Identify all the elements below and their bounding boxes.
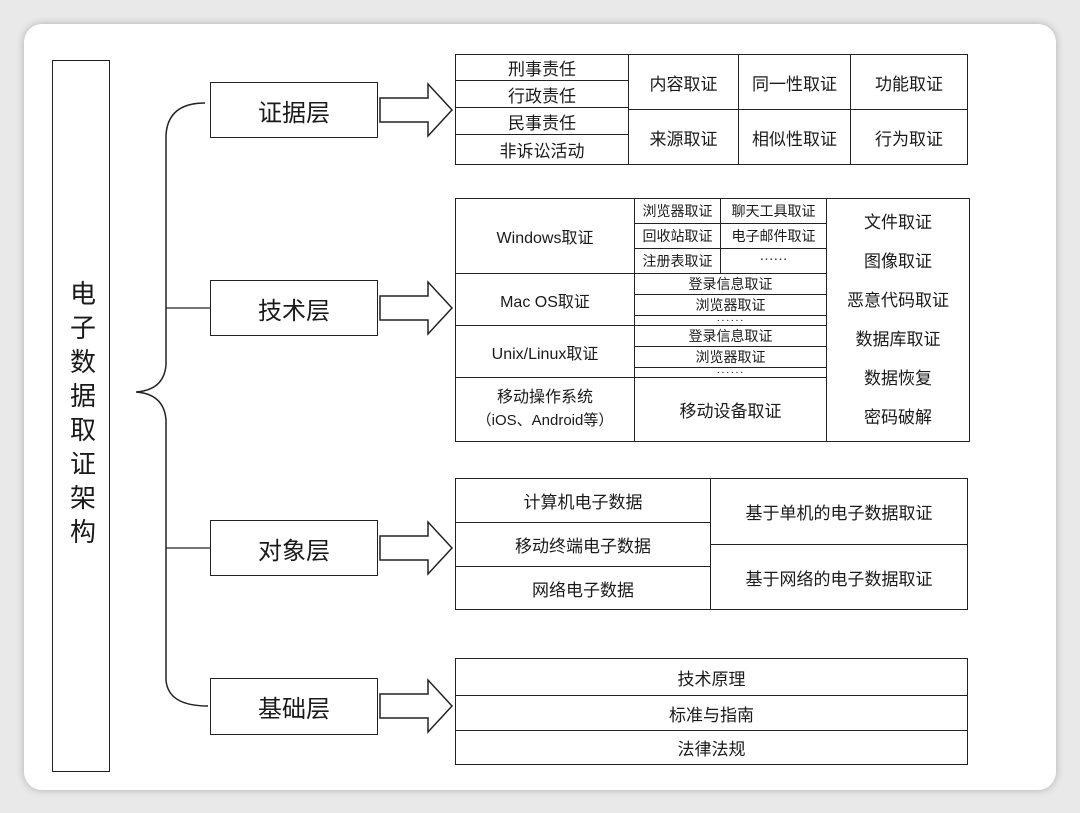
evidence-cell: 功能取证	[850, 54, 968, 110]
macos-item: 登录信息取证	[634, 273, 827, 295]
layer-technical: 技术层	[210, 280, 378, 336]
unix-item: 登录信息取证	[634, 325, 827, 347]
windows-item: 注册表取证	[634, 248, 721, 274]
data-type-cell: 网络电子数据	[455, 566, 711, 610]
windows-item: 回收站取证	[634, 223, 721, 249]
evidence-cell: 行为取证	[850, 109, 968, 165]
brace	[135, 102, 209, 707]
arrow-foundation	[379, 678, 454, 734]
unix-forensics: Unix/Linux取证	[455, 325, 635, 378]
arrow-technical	[379, 280, 454, 336]
responsibility-cell: 民事责任	[455, 107, 629, 135]
general-item: 恶意代码取证	[847, 290, 949, 310]
windows-item: ······	[720, 248, 827, 274]
unix-item: ······	[634, 367, 827, 378]
layer-object: 对象层	[210, 520, 378, 576]
general-item: 数据库取证	[855, 329, 941, 349]
arrow-evidence	[379, 82, 454, 138]
layer-foundation: 基础层	[210, 678, 378, 735]
foundation-item: 技术原理	[455, 658, 968, 696]
general-item: 数据恢复	[864, 368, 932, 388]
framework-title: 电子数据取证架构	[66, 280, 96, 552]
evidence-cell: 相似性取证	[738, 109, 851, 165]
macos-forensics: Mac OS取证	[455, 273, 635, 326]
framework-title-box: 电子数据取证架构	[52, 60, 110, 772]
general-item: 图像取证	[864, 251, 932, 271]
evidence-cell: 内容取证	[628, 54, 739, 110]
foundation-item: 法律法规	[455, 730, 968, 765]
data-type-cell: 移动终端电子数据	[455, 522, 711, 567]
windows-item: 聊天工具取证	[720, 198, 827, 224]
layer-evidence: 证据层	[210, 82, 378, 138]
evidence-cell: 同一性取证	[738, 54, 851, 110]
general-item: 文件取证	[864, 212, 932, 232]
macos-item: ······	[634, 315, 827, 326]
responsibility-cell: 行政责任	[455, 80, 629, 108]
arrow-object	[379, 520, 454, 576]
method-cell: 基于网络的电子数据取证	[710, 544, 968, 610]
windows-item: 电子邮件取证	[720, 223, 827, 249]
mobile-os: 移动操作系统 （iOS、Android等）	[455, 377, 635, 442]
responsibility-cell: 刑事责任	[455, 54, 629, 81]
data-type-cell: 计算机电子数据	[455, 478, 711, 523]
general-item: 密码破解	[864, 407, 932, 427]
mobile-os-label: 移动操作系统	[496, 389, 593, 407]
evidence-cell: 来源取证	[628, 109, 739, 165]
mobile-device-forensics: 移动设备取证	[634, 377, 827, 442]
macos-item: 浏览器取证	[634, 294, 827, 316]
method-cell: 基于单机的电子数据取证	[710, 478, 968, 545]
unix-item: 浏览器取证	[634, 346, 827, 368]
general-forensics-column: 文件取证 图像取证 恶意代码取证 数据库取证 数据恢复 密码破解	[826, 198, 970, 442]
foundation-item: 标准与指南	[455, 695, 968, 731]
windows-forensics: Windows取证	[455, 198, 635, 274]
responsibility-cell: 非诉讼活动	[455, 134, 629, 165]
windows-item: 浏览器取证	[634, 198, 721, 224]
mobile-os-examples: （iOS、Android等）	[476, 412, 614, 430]
